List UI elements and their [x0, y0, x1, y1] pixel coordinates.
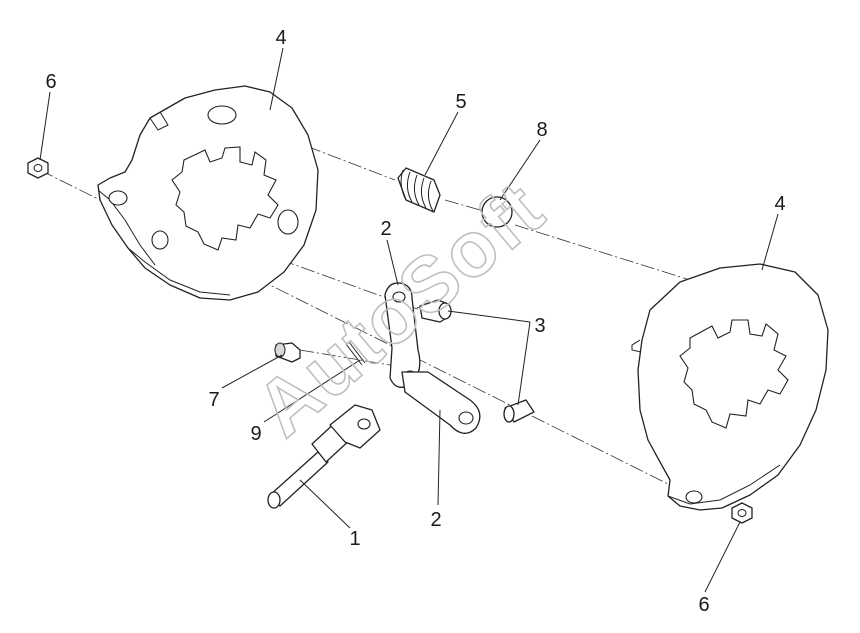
pin-sleeve — [503, 399, 535, 423]
lower-arm — [401, 371, 481, 434]
leader-lines — [39, 47, 779, 593]
callout-2-top: 2 — [380, 218, 391, 240]
callout-9: 9 — [250, 423, 261, 445]
callout-1: 1 — [349, 528, 360, 550]
callout-labels: 4 6 5 8 4 2 3 7 9 2 1 6 — [45, 27, 785, 616]
return-spring — [397, 167, 441, 213]
nut-right — [731, 502, 753, 524]
callout-5: 5 — [455, 91, 466, 113]
callout-6-left: 6 — [45, 71, 56, 93]
lever-plate — [384, 282, 421, 388]
nut-left — [27, 157, 49, 179]
grease-nipple — [274, 342, 301, 363]
callout-4-right: 4 — [774, 193, 785, 215]
cotter-pin — [345, 341, 366, 366]
callout-8: 8 — [536, 119, 547, 141]
callout-3: 3 — [534, 315, 545, 337]
right-brake-shoe — [631, 263, 829, 511]
callout-7: 7 — [208, 389, 219, 411]
cam-shaft — [267, 404, 381, 509]
left-brake-shoe — [97, 85, 319, 301]
callout-4-left: 4 — [275, 27, 286, 49]
callout-2-bottom: 2 — [430, 509, 441, 531]
ball — [481, 196, 513, 228]
callout-6-right: 6 — [698, 594, 709, 616]
